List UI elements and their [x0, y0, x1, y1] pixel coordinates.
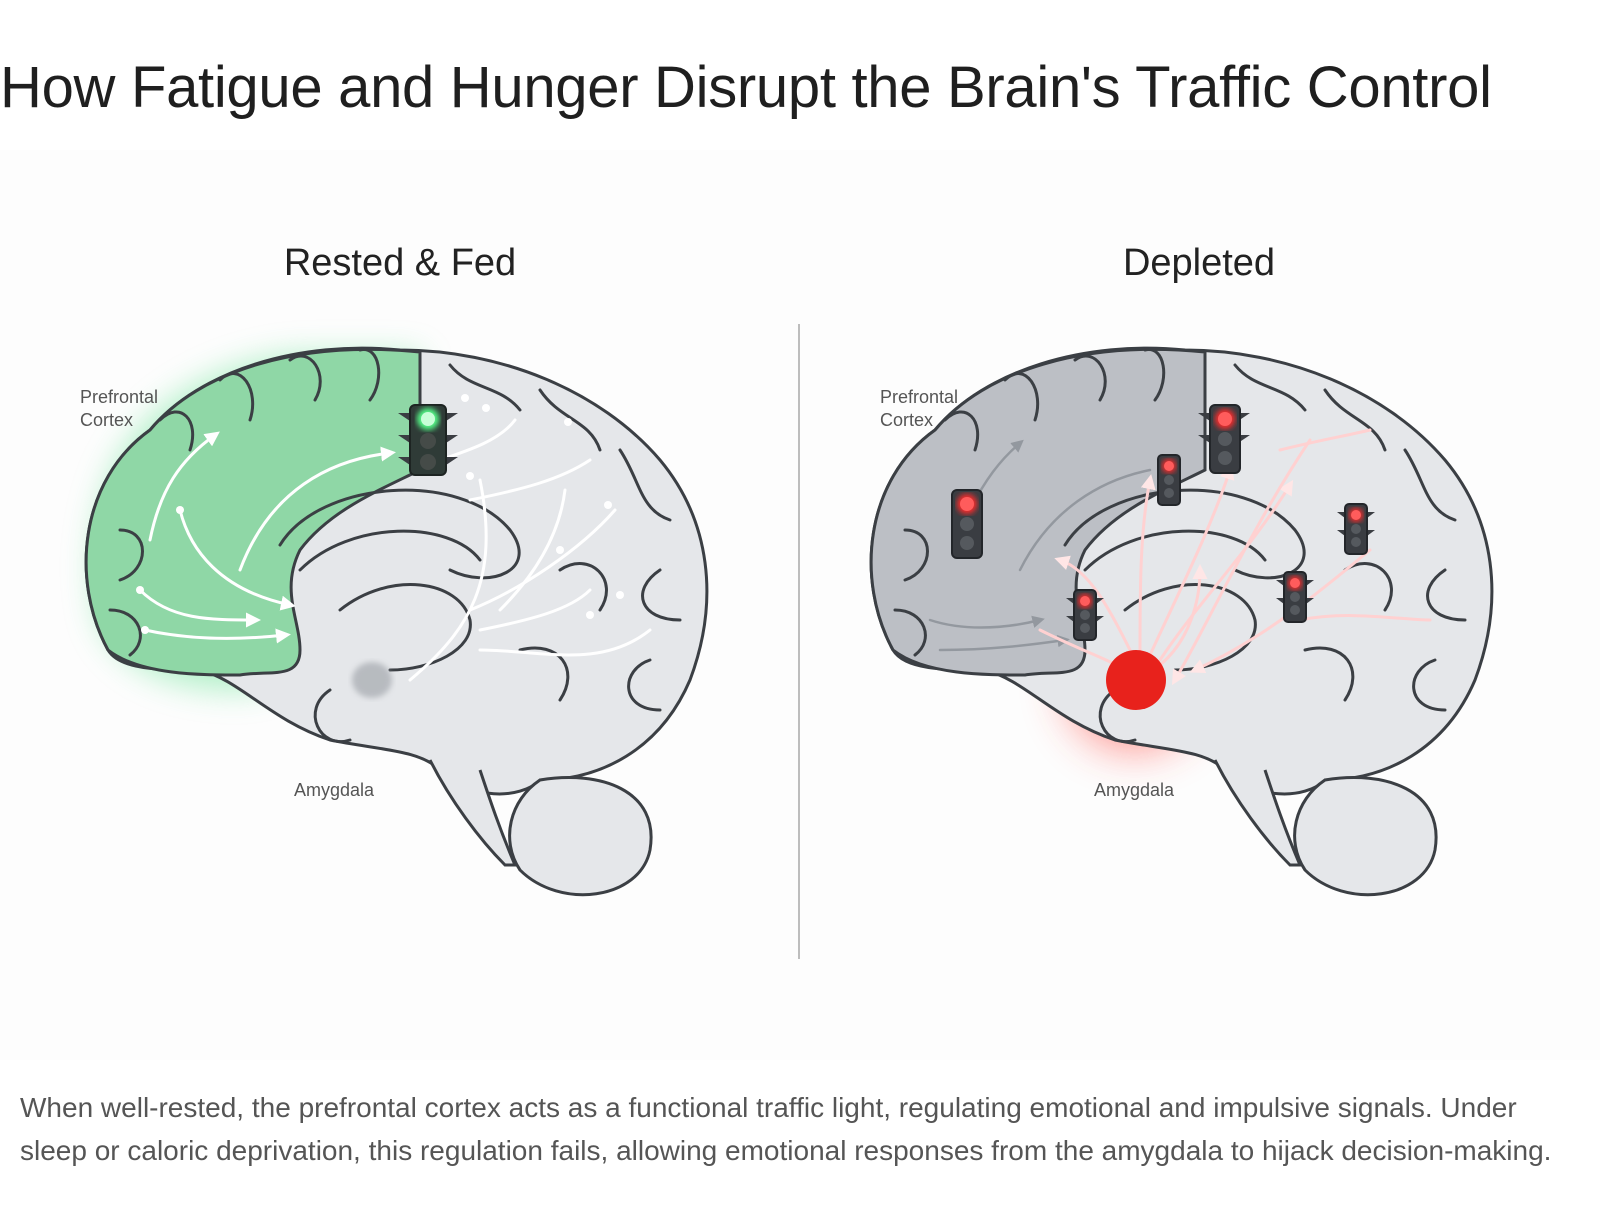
- traffic-light-icon: [398, 404, 458, 476]
- prefrontal-cortex-region-rested: [84, 347, 422, 677]
- brain-diagrams-svg: [84, 346, 1494, 897]
- brain-folds-depleted: [893, 348, 1467, 744]
- brainstem-rested: [428, 759, 518, 867]
- brain-rested: [84, 346, 709, 897]
- amygdala-depleted: [1106, 650, 1166, 710]
- traffic-light-icon: [1157, 454, 1181, 506]
- brain-folds-rested: [108, 348, 682, 744]
- page-title: How Fatigue and Hunger Disrupt the Brain…: [0, 55, 1492, 120]
- label-amygdala-depleted: Amygdala: [1094, 780, 1175, 800]
- brain-depleted: [869, 346, 1494, 897]
- brainstem-depleted: [1213, 759, 1303, 867]
- brain-comparison-figure: Rested & Fed Depleted: [0, 150, 1600, 1060]
- traffic-light-icon: [1066, 589, 1104, 641]
- amygdala-rested: [352, 662, 392, 698]
- panel-title-depleted: Depleted: [1122, 242, 1276, 284]
- cerebellum-depleted: [1293, 776, 1438, 897]
- traffic-light-icon: [951, 489, 983, 559]
- signal-nodes-rested: [136, 394, 624, 634]
- traffic-light-icon: [1198, 404, 1250, 474]
- label-amygdala-rested: Amygdala: [294, 780, 375, 800]
- cerebellum-rested: [508, 776, 653, 897]
- panel-divider: [798, 324, 800, 959]
- figure-caption: When well-rested, the prefrontal cortex …: [20, 1092, 1552, 1166]
- panel-title-rested: Rested & Fed: [283, 242, 517, 284]
- traffic-light-icon: [1337, 503, 1375, 555]
- traffic-light-icon: [1276, 571, 1314, 623]
- signals-rested: [138, 418, 652, 682]
